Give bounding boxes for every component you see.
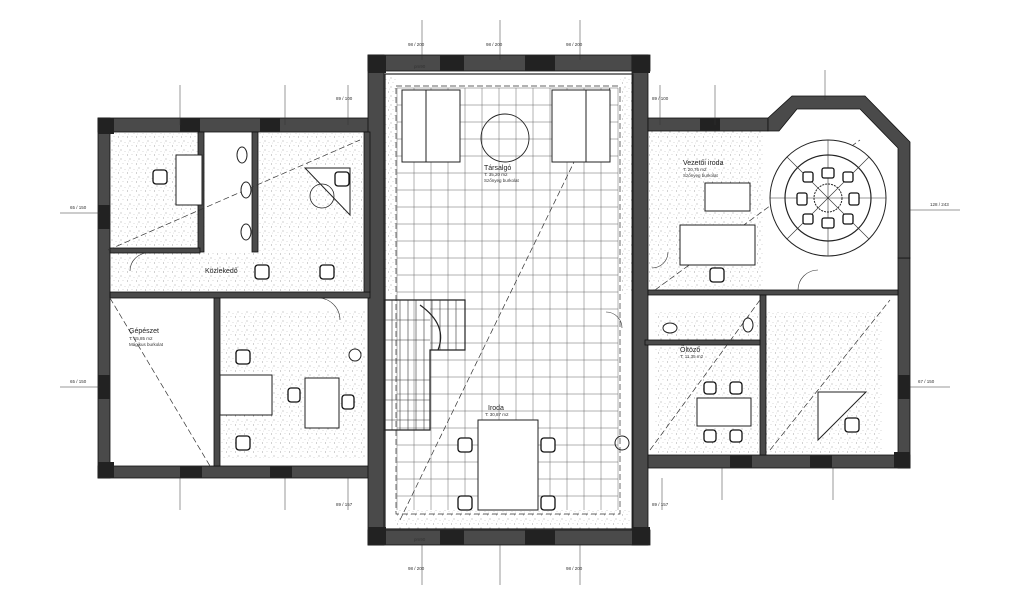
room-kozlekedo-name: Közlekedő [205, 268, 238, 275]
room-vezetoi-iroda-area: T: 20,76 m2 [683, 167, 707, 172]
room-oltozo-name: Öltöző [680, 346, 700, 354]
room-iroda-area: T: 30,87 m2 [485, 412, 509, 417]
sill-label-top: pm90 [414, 64, 426, 69]
room-vezetoi-iroda-name: Vezetői iroda [683, 160, 724, 167]
dim-top-3: 98 / 200 [566, 42, 583, 47]
dimension-lines: 98 / 200 98 / 200 98 / 200 89 / 100 89 /… [60, 20, 960, 585]
dim-left-1: 65 / 150 [70, 205, 87, 210]
room-labels: Gépészet T: 15,85 m2 Mágikus burkolat Ir… [129, 160, 724, 417]
room-gepeszet-area: T: 15,85 m2 [129, 336, 153, 341]
room-gepeszet-floor: Mágikus burkolat [129, 342, 164, 347]
room-tarsalgo-area: T: 35,20 m2 [484, 172, 508, 177]
room-vezetoi-iroda-floor: Szőnyeg burkolat [683, 173, 719, 178]
dim-left-2: 65 / 150 [70, 379, 87, 384]
room-tarsalgo-floor: Szőnyeg burkolat [484, 178, 520, 183]
dim-right-1: 67 / 150 [918, 379, 935, 384]
dim-top-1: 98 / 200 [408, 42, 425, 47]
dim-bottom-4: 98 / 200 [566, 566, 583, 571]
dim-bottom-1: 89 / 157 [336, 502, 353, 507]
dim-top-right: 89 / 100 [652, 96, 669, 101]
room-gepeszet-name: Gépészet [129, 328, 159, 335]
dim-bottom-2: 89 / 157 [652, 502, 669, 507]
furniture [152, 89, 868, 511]
dim-bottom-3: 98 / 200 [408, 566, 425, 571]
door-swings [129, 251, 819, 329]
sill-label-bottom: pm90 [414, 537, 426, 542]
staircase [383, 299, 466, 431]
room-oltozo-area: T: 11,35 m2 [680, 354, 704, 359]
dim-right-2: 128 / 243 [930, 202, 949, 207]
round-table [769, 139, 887, 257]
dim-top-left: 89 / 100 [336, 96, 353, 101]
room-iroda-name: Iroda [488, 405, 504, 412]
dim-top-2: 98 / 200 [486, 42, 503, 47]
room-tarsalgo-name: Társalgó [484, 165, 511, 172]
